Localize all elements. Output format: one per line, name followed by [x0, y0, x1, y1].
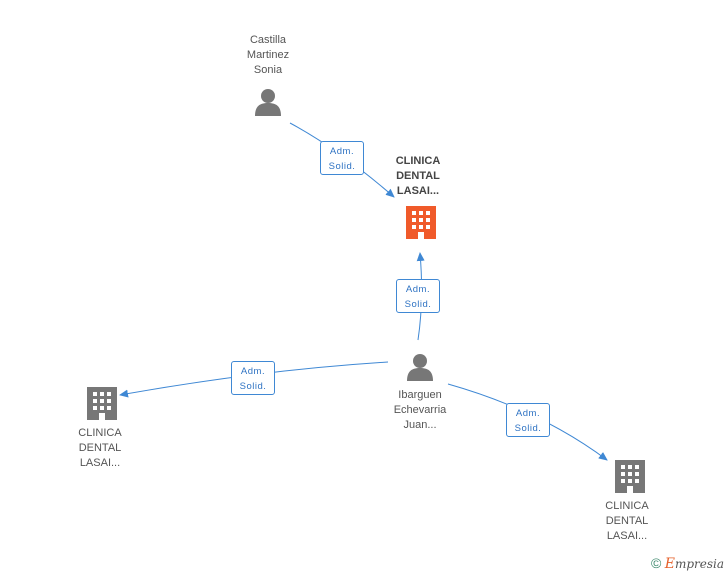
node-label-line: CLINICA [78, 427, 122, 439]
edge-role-badge: Adm. Solid. [396, 279, 440, 313]
person-icon[interactable] [255, 89, 281, 116]
node-label-company-right[interactable]: CLINICA DENTAL LASAI... [587, 499, 667, 544]
edge-role-line: Adm. [329, 146, 355, 157]
node-label-line: LASAI... [396, 185, 440, 197]
building-icon-main[interactable] [406, 206, 436, 239]
brand-name-rest: mpresia [674, 557, 724, 571]
edge-role-line: Solid. [404, 299, 432, 310]
node-label-line: DENTAL [605, 515, 649, 527]
node-label-line: Ibarguen [398, 389, 442, 401]
building-icon[interactable] [87, 387, 117, 420]
copyright-icon: © [651, 555, 662, 571]
node-label-line: DENTAL [78, 442, 122, 454]
node-label-line: Sonia [253, 64, 283, 76]
edge-role-badge: Adm. Solid. [231, 361, 275, 395]
node-label-line: Juan... [403, 419, 437, 431]
edge-role-badge: Adm. Solid. [320, 141, 364, 175]
person-icon[interactable] [407, 354, 433, 381]
node-label-line: Echevarria [393, 404, 447, 416]
edge-role-line: Adm. [240, 366, 266, 377]
node-label-line: LASAI... [606, 530, 648, 542]
node-label-line: CLINICA [605, 500, 649, 512]
empresia-brand[interactable]: © Empresia [651, 555, 724, 572]
node-label-company-left[interactable]: CLINICA DENTAL LASAI... [60, 426, 140, 471]
node-label-line: Martinez [246, 49, 290, 61]
node-label-line: CLINICA [395, 155, 441, 167]
edge-role-badge: Adm. Solid. [506, 403, 550, 437]
edge-role-line: Solid. [328, 161, 356, 172]
brand-e-letter: E [664, 556, 675, 572]
node-label-line: LASAI... [79, 457, 121, 469]
edge-role-line: Solid. [239, 381, 267, 392]
edge-role-line: Adm. [405, 284, 431, 295]
node-label-line: DENTAL [396, 170, 440, 182]
edge-role-line: Solid. [514, 423, 542, 434]
node-label-main-company[interactable]: CLINICA DENTAL LASAI... [378, 154, 458, 199]
node-label-castilla[interactable]: Castilla Martinez Sonia [228, 33, 308, 78]
node-label-line: Castilla [249, 34, 287, 46]
building-icon[interactable] [615, 460, 645, 493]
node-label-ibarguen[interactable]: Ibarguen Echevarria Juan... [378, 388, 462, 433]
edge-role-line: Adm. [515, 408, 541, 419]
